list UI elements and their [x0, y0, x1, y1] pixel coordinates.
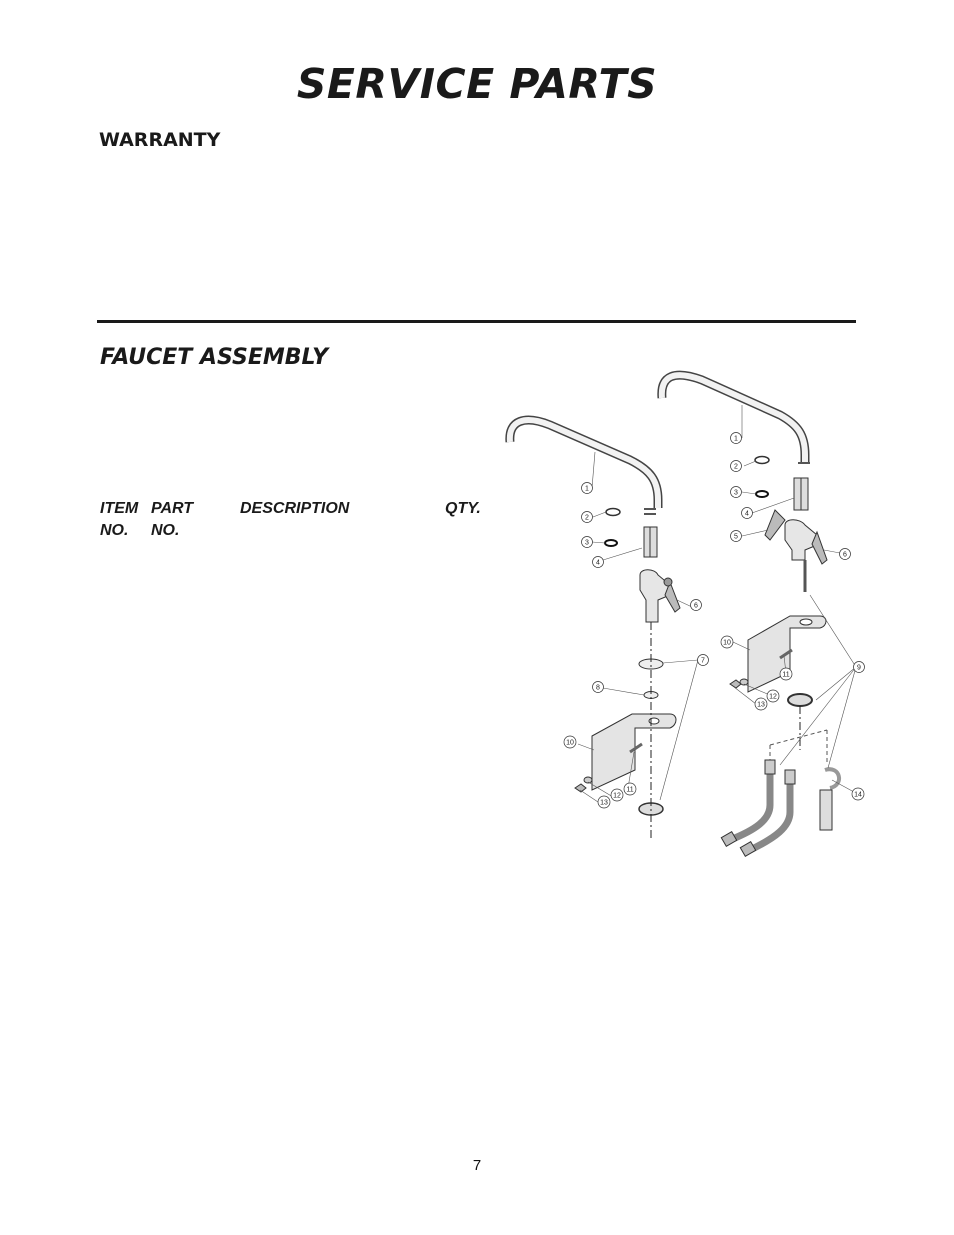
right-supply-hose-2 — [748, 780, 794, 854]
callout-right-14: 14 — [851, 787, 865, 801]
callout-right-10-label: 10 — [723, 640, 731, 647]
callout-left-6: 6 — [690, 599, 702, 611]
callout-left-4-label: 4 — [596, 560, 600, 567]
column-header-part-line2: NO. — [151, 522, 180, 539]
right-callouts: 1 2 3 4 5 6 10 11 12 13 9 14 — [720, 432, 865, 801]
left-callouts: 1 2 3 4 6 7 8 10 11 12 13 — [563, 482, 709, 809]
callout-right-1: 1 — [730, 432, 742, 444]
callout-right-13: 13 — [754, 697, 768, 711]
callout-right-3: 3 — [730, 486, 742, 498]
right-clip-14 — [824, 767, 841, 790]
callout-left-3: 3 — [581, 536, 593, 548]
callout-right-5-label: 5 — [734, 534, 738, 541]
faucet-assembly-heading: FAUCET ASSEMBLY — [100, 345, 329, 370]
callout-left-11: 11 — [623, 782, 637, 796]
callout-right-4-label: 4 — [745, 511, 749, 518]
callout-left-1: 1 — [581, 482, 593, 494]
callout-left-3-label: 3 — [585, 540, 589, 547]
callout-right-11-label: 11 — [782, 672, 789, 679]
column-header-qty: QTY. — [445, 500, 481, 517]
callout-left-10: 10 — [563, 735, 577, 749]
faucet-exploded-diagram: 1 2 3 4 6 7 8 10 11 12 13 1 2 3 4 5 6 10… — [505, 370, 865, 858]
column-header-description: DESCRIPTION — [240, 500, 350, 517]
callout-left-13: 13 — [597, 795, 611, 809]
column-header-item-line1: ITEM — [100, 500, 139, 517]
callout-left-11-label: 11 — [626, 787, 633, 794]
right-supply-hose-1 — [728, 772, 774, 844]
callout-right-9: 9 — [853, 661, 865, 673]
right-lever-5 — [764, 509, 786, 541]
warranty-heading: WARRANTY — [99, 129, 221, 151]
callout-right-13-label: 13 — [757, 702, 765, 709]
left-washer-2 — [605, 507, 621, 517]
callout-right-14-label: 14 — [854, 792, 862, 799]
left-valve-body-6 — [639, 569, 671, 623]
column-header-part: PART NO. — [151, 498, 193, 542]
callout-left-6-label: 6 — [694, 603, 698, 610]
left-faucet-assembly — [505, 415, 699, 840]
page-title: SERVICE PARTS — [296, 60, 658, 108]
right-valve-body-6 — [784, 519, 818, 561]
right-spacer — [819, 789, 833, 831]
callout-right-10: 10 — [720, 635, 734, 649]
column-header-part-line1: PART — [151, 500, 194, 517]
column-header-item: ITEM NO. — [100, 498, 138, 542]
callout-left-4: 4 — [592, 556, 604, 568]
right-washer-2 — [754, 455, 770, 465]
callout-left-7-label: 7 — [701, 658, 705, 665]
left-oring-3 — [604, 539, 618, 547]
callout-right-12: 12 — [766, 689, 780, 703]
callout-right-6-label: 6 — [843, 552, 847, 559]
callout-left-12: 12 — [610, 788, 624, 802]
callout-left-12-label: 12 — [613, 793, 621, 800]
callout-left-1-label: 1 — [585, 486, 589, 493]
callout-left-7: 7 — [697, 654, 709, 666]
page-number: 7 — [472, 1157, 482, 1174]
callout-left-2: 2 — [581, 511, 593, 523]
callout-left-2-label: 2 — [585, 515, 589, 522]
callout-left-8-label: 8 — [596, 685, 600, 692]
right-base-nut — [787, 693, 813, 707]
callout-right-5: 5 — [730, 530, 742, 542]
right-oring-3 — [755, 490, 769, 498]
callout-right-4: 4 — [741, 507, 753, 519]
callout-left-8: 8 — [592, 681, 604, 693]
callout-right-12-label: 12 — [769, 694, 777, 701]
callout-right-2: 2 — [730, 460, 742, 472]
callout-right-2-label: 2 — [734, 464, 738, 471]
callout-left-10-label: 10 — [566, 740, 574, 747]
callout-right-9-label: 9 — [857, 665, 861, 672]
callout-left-13-label: 13 — [600, 800, 608, 807]
callout-right-1-label: 1 — [734, 436, 738, 443]
callout-right-6: 6 — [839, 548, 851, 560]
column-header-item-line2: NO. — [100, 522, 129, 539]
callout-right-3-label: 3 — [734, 490, 738, 497]
callout-right-11: 11 — [779, 667, 793, 681]
right-faucet-assembly — [657, 370, 857, 858]
section-divider — [97, 320, 856, 323]
